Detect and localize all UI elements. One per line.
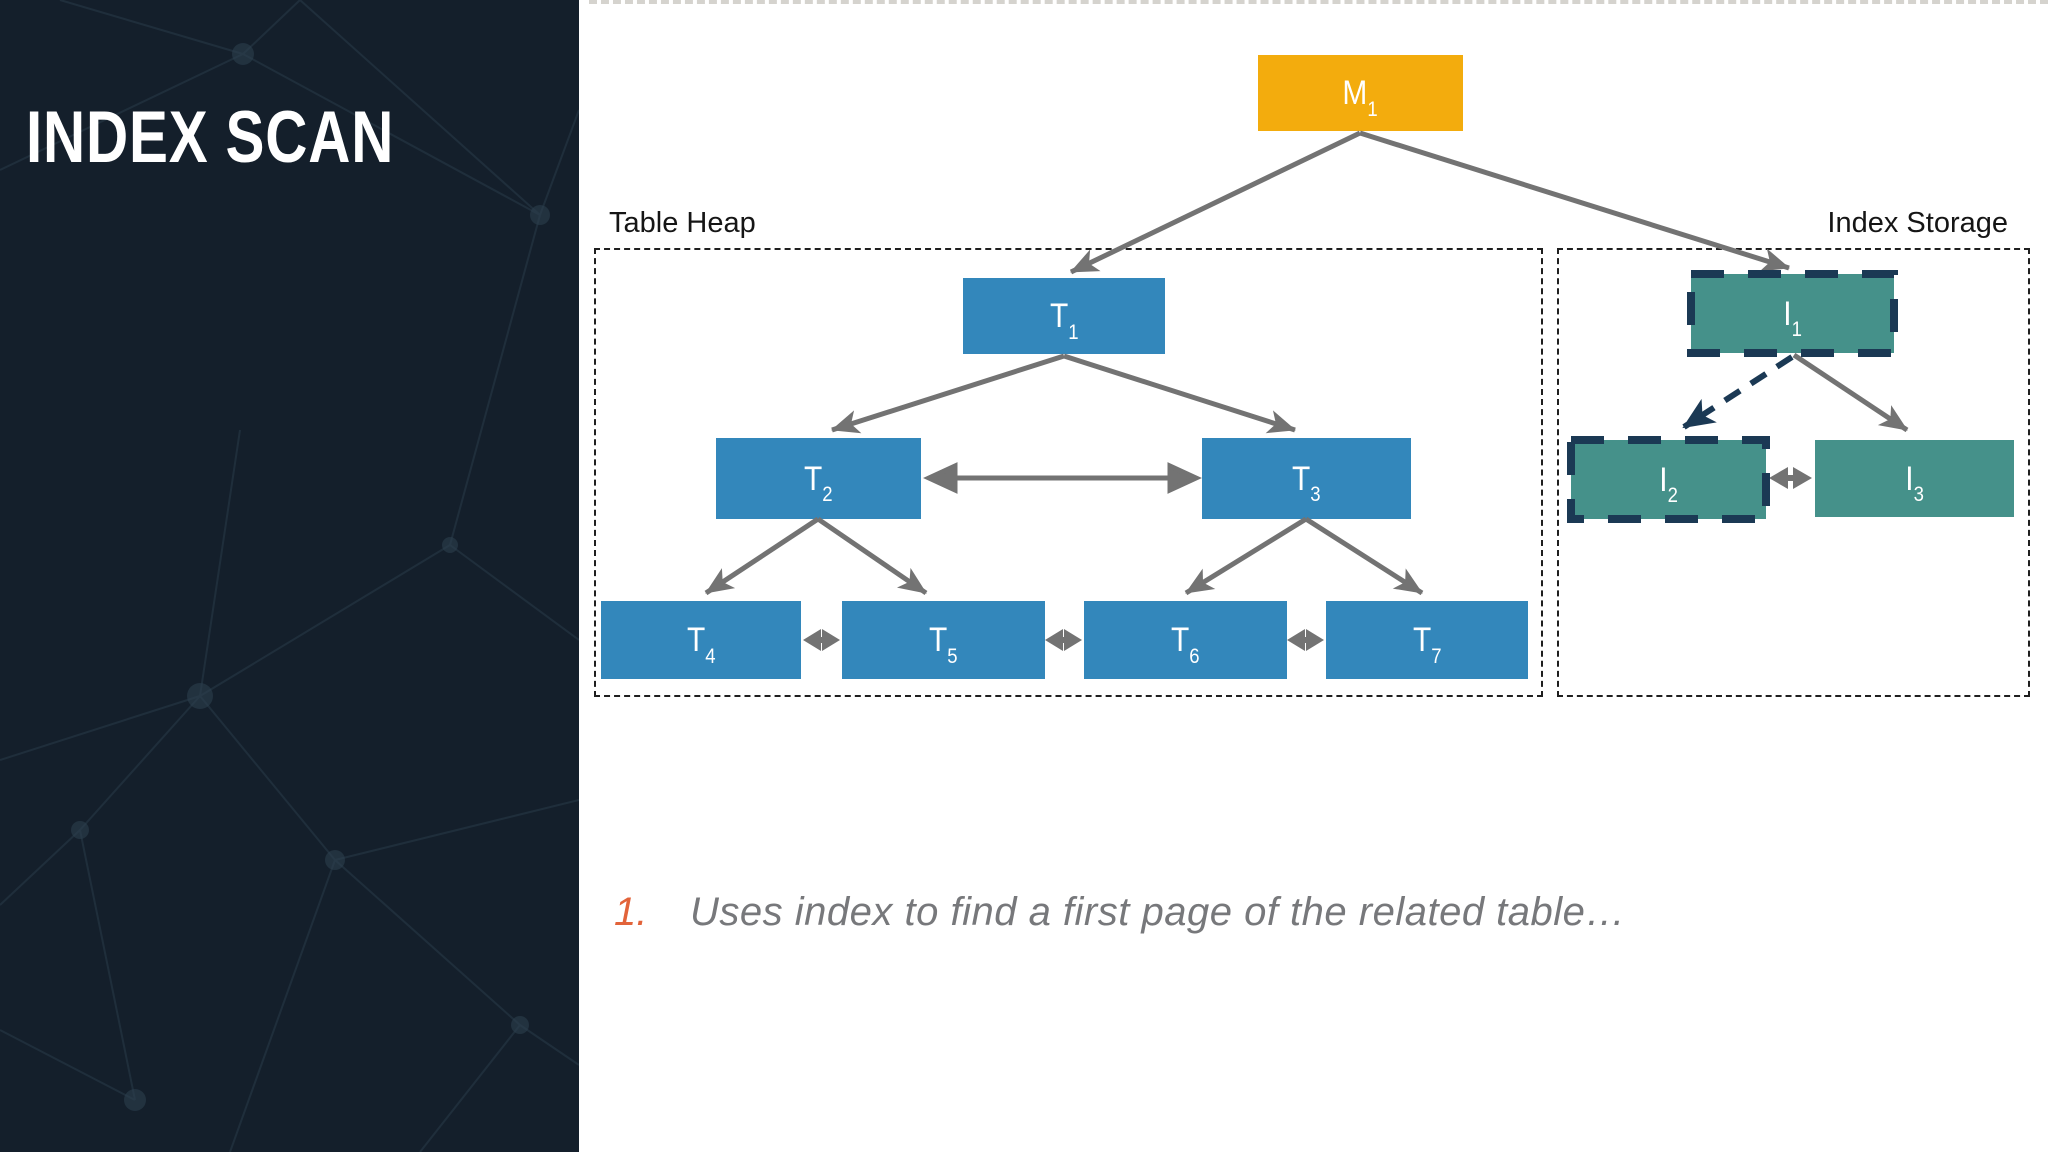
- node-t1: T1: [963, 278, 1165, 354]
- network-pattern-decoration: [0, 0, 579, 1152]
- node-t3: T3: [1202, 438, 1411, 519]
- table-heap-label: Table Heap: [609, 207, 756, 239]
- node-t7: T7: [1326, 601, 1528, 679]
- node-t4: T4: [601, 601, 801, 679]
- sidebar-panel: INDEX SCAN: [0, 0, 579, 1152]
- table-heap-region: [594, 248, 1543, 697]
- index-storage-label: Index Storage: [1827, 207, 2008, 239]
- top-dashed-edge-decoration: [589, 0, 2048, 4]
- step-text: Uses index to find a first page of the r…: [690, 890, 1626, 934]
- node-i3: I3: [1815, 440, 2014, 517]
- node-m1: M1: [1258, 55, 1463, 131]
- node-t6: T6: [1084, 601, 1287, 679]
- node-i2: I2: [1571, 440, 1766, 519]
- node-t5: T5: [842, 601, 1045, 679]
- step-list-item: 1. Uses index to find a first page of th…: [614, 890, 1626, 935]
- step-number: 1.: [614, 890, 648, 934]
- diagram-canvas: Table Heap Index Storage M1 T1 T2 T3 T4 …: [579, 0, 2048, 1152]
- slide-title: INDEX SCAN: [26, 97, 395, 178]
- node-t2: T2: [716, 438, 921, 519]
- node-i1: I1: [1691, 274, 1894, 353]
- index-storage-region: [1557, 248, 2030, 697]
